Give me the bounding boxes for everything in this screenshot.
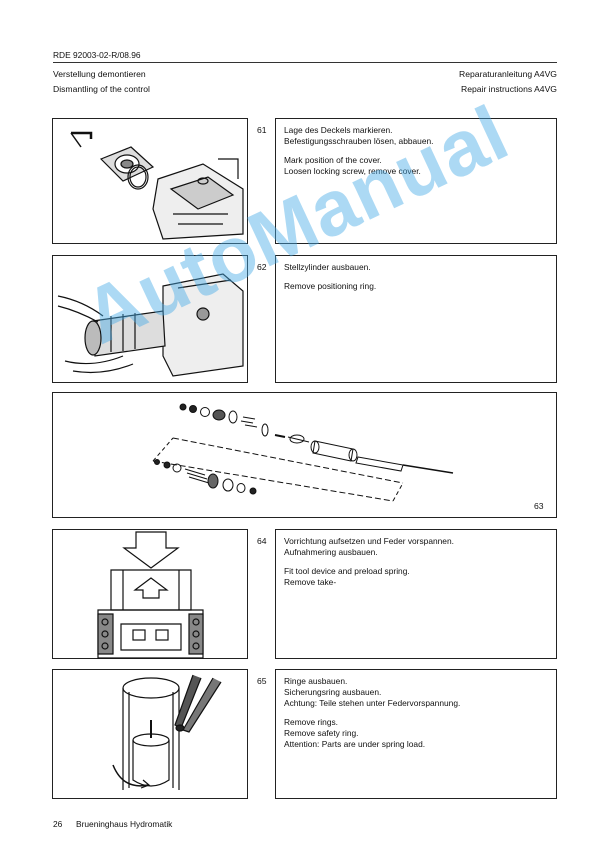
tool-device-drawing <box>97 531 204 659</box>
step-61-en-line-2: Loosen locking screw, remove cover. <box>284 166 421 176</box>
step-62-text: Stellzylinder ausbauen. Remove positioni… <box>284 262 554 300</box>
header-rule <box>53 62 557 63</box>
step-65-textbox: Ringe ausbauen. Sicherungsring ausbauen.… <box>275 669 557 799</box>
step-65-de-line-3: Achtung: Teile stehen unter Federvorspan… <box>284 698 461 708</box>
step-62-textbox: Stellzylinder ausbauen. Remove positioni… <box>275 255 557 383</box>
step-64-de-line-1: Vorrichtung aufsetzen und Feder vorspann… <box>284 536 454 546</box>
step-62-en-line-1: Remove positioning ring. <box>284 281 377 291</box>
manual-title-en: Repair instructions A4VG <box>460 84 557 94</box>
step-61-de-line-2: Befestigungsschrauben lösen, abbauen. <box>284 136 434 146</box>
step-65-de-line-1: Ringe ausbauen. <box>284 676 348 686</box>
step-64-illustration <box>52 529 248 659</box>
step-65-en-line-2: Remove safety ring. <box>284 728 359 738</box>
page-number: 26 <box>53 819 63 829</box>
step-64-textbox: Vorrichtung aufsetzen und Feder vorspann… <box>275 529 557 659</box>
cover-removal-drawing <box>70 131 244 240</box>
step-61-illustration <box>52 118 248 244</box>
step-64-number: 64 <box>257 536 267 546</box>
step-63-illustration: 63 <box>52 392 557 518</box>
step-62-illustration <box>52 255 248 383</box>
step-61-number: 61 <box>257 125 267 135</box>
step-65-en-line-3: Attention: Parts are under spring load. <box>284 739 426 749</box>
ring-removal-drawing <box>112 674 222 790</box>
step-64-text: Vorrichtung aufsetzen und Feder vorspann… <box>284 536 554 596</box>
exploded-parts-drawing <box>152 403 454 502</box>
step-65-number: 65 <box>257 676 267 686</box>
step-65-illustration <box>52 669 248 799</box>
manual-title-de: Reparaturanleitung A4VG <box>459 69 557 79</box>
step-61-text: Lage des Deckels markieren. Befestigungs… <box>284 125 554 185</box>
step-64-en-line-1: Fit tool device and preload spring. <box>284 566 410 576</box>
step-65-en-line-1: Remove rings. <box>284 717 338 727</box>
section-title-en: Dismantling of the control <box>53 84 150 94</box>
step-61-en-line-1: Mark position of the cover. <box>284 155 382 165</box>
step-64-en-line-2: Remove take- <box>284 577 337 587</box>
step-65-text: Ringe ausbauen. Sicherungsring ausbauen.… <box>284 676 554 758</box>
step-61-de-line-1: Lage des Deckels markieren. <box>284 125 393 135</box>
positioning-cylinder-drawing <box>57 273 244 377</box>
step-65-de-line-2: Sicherungsring ausbauen. <box>284 687 382 697</box>
step-62-number: 62 <box>257 262 267 272</box>
company-name: Brueninghaus Hydromatik <box>76 819 173 829</box>
step-64-de-line-2: Aufnahmering ausbauen. <box>284 547 378 557</box>
document-id: RDE 92003-02-R/08.96 <box>53 50 141 60</box>
step-62-de-line-1: Stellzylinder ausbauen. <box>284 262 371 272</box>
step-63-number: 63 <box>534 501 544 511</box>
step-61-textbox: Lage des Deckels markieren. Befestigungs… <box>275 118 557 244</box>
section-title-de: Verstellung demontieren <box>53 69 146 79</box>
